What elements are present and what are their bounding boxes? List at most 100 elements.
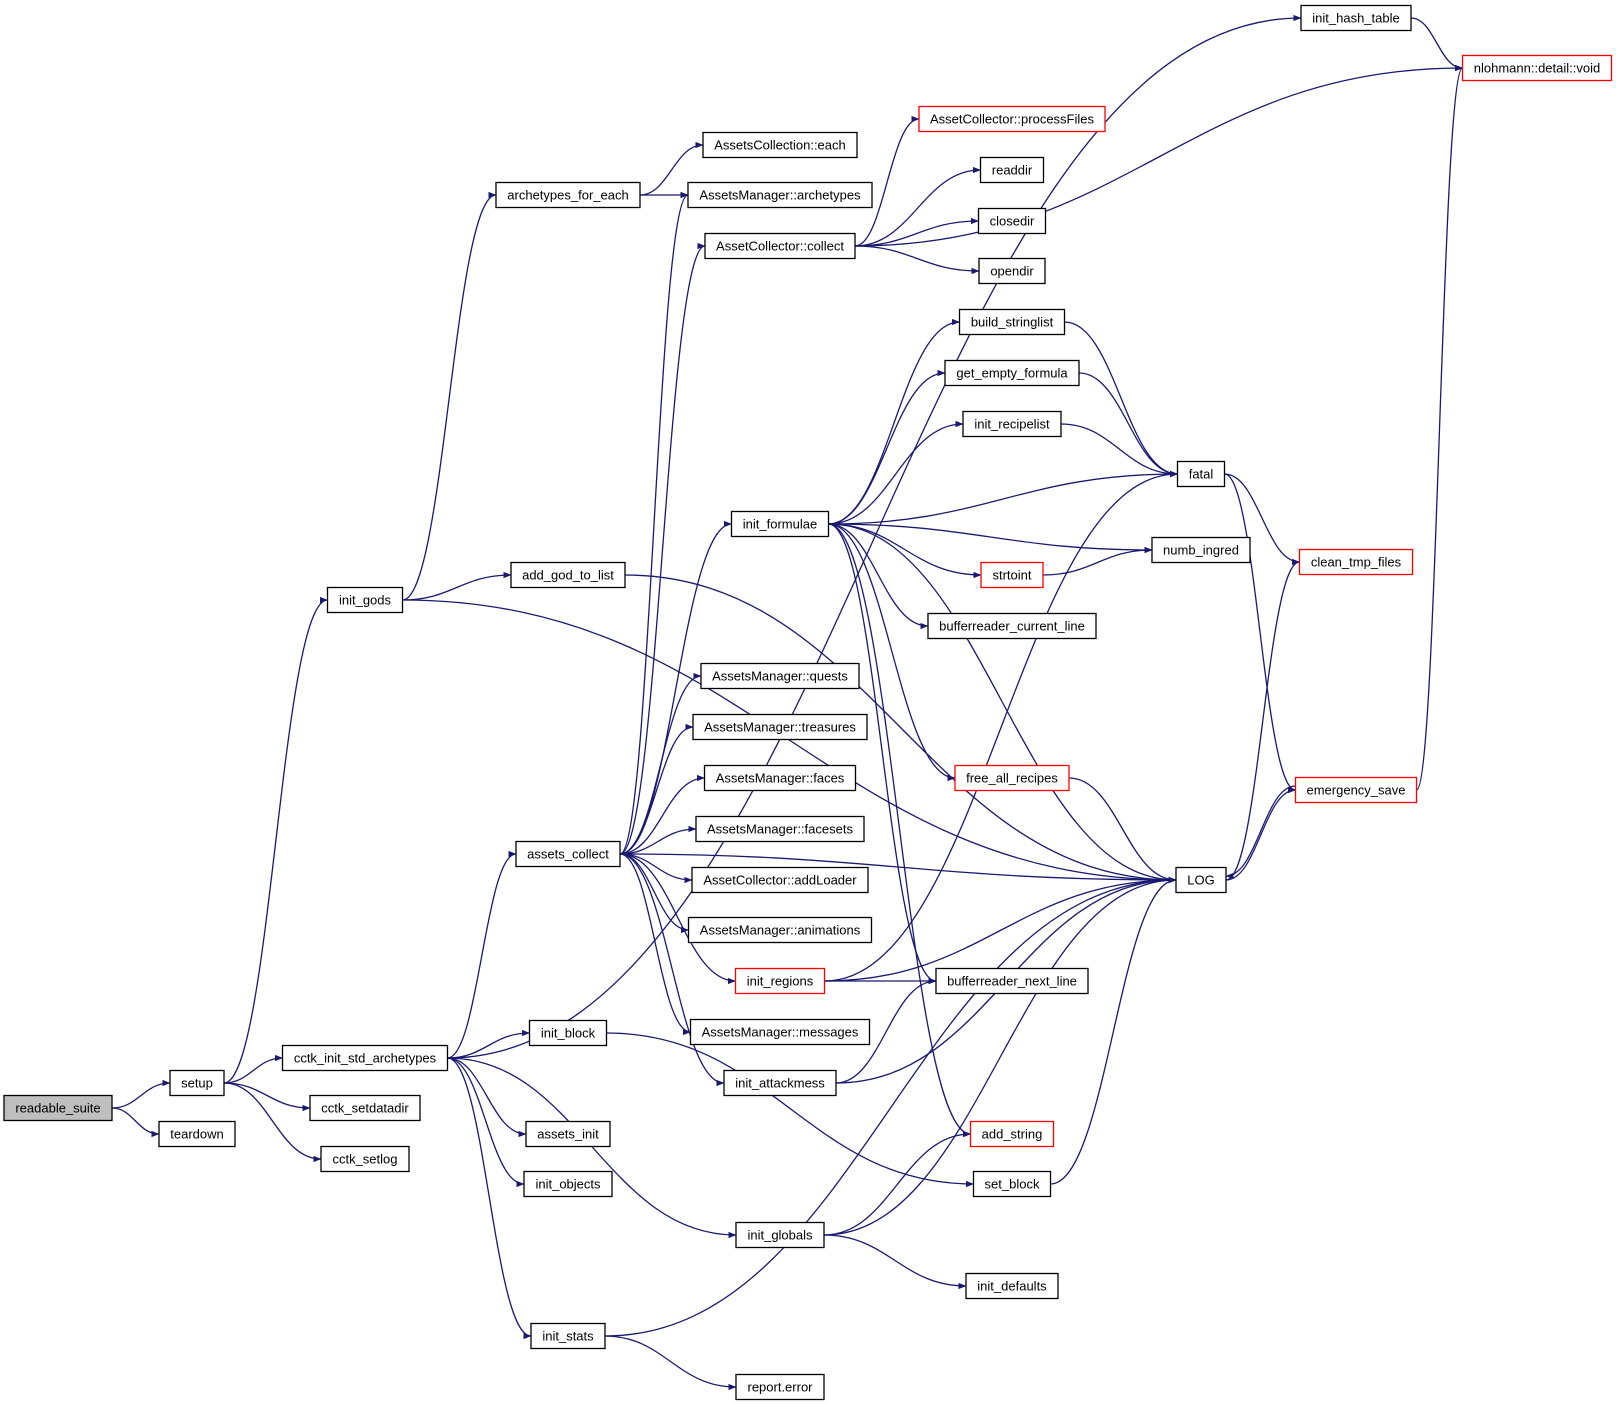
edge-free_all_recipes-to-LOG — [1068, 777, 1177, 884]
node-label: bufferreader_current_line — [939, 619, 1085, 634]
node-label: assets_init — [537, 1127, 599, 1142]
edge-init_globals-to-add_string — [823, 1130, 971, 1236]
node-LOG[interactable]: LOG — [1175, 866, 1227, 894]
edge-AssetCollector_collect-to-AssetCollector_processFiles — [854, 115, 920, 247]
node-box — [1298, 548, 1414, 576]
node-init_gods[interactable]: init_gods — [326, 586, 404, 614]
edge-init_regions-to-fatal — [824, 470, 1178, 982]
node-label: init_defaults — [977, 1279, 1047, 1294]
node-cctk_init_std_archetypes[interactable]: cctk_init_std_archetypes — [281, 1044, 449, 1072]
node-box — [525, 1120, 611, 1148]
node-AssetCollector_processFiles[interactable]: AssetCollector::processFiles — [918, 105, 1106, 133]
node-readable_suite[interactable]: readable_suite — [3, 1094, 113, 1122]
node-label: AssetsManager::treasures — [704, 720, 856, 735]
edge-AssetCollector_collect-to-readdir — [854, 166, 981, 247]
node-AssetsManager_faces[interactable]: AssetsManager::faces — [703, 764, 857, 792]
node-box — [1300, 4, 1412, 32]
node-assets_init[interactable]: assets_init — [525, 1120, 611, 1148]
node-box — [734, 967, 826, 995]
edge-assets_collect-to-AssetsManager_treasures — [619, 723, 694, 855]
node-AssetsManager_messages[interactable]: AssetsManager::messages — [689, 1018, 871, 1046]
node-AssetsManager_animations[interactable]: AssetsManager::animations — [687, 916, 873, 944]
node-emergency_save[interactable]: emergency_save — [1294, 776, 1418, 804]
node-AssetCollector_collect[interactable]: AssetCollector::collect — [704, 232, 856, 260]
node-numb_ingred[interactable]: numb_ingred — [1151, 536, 1251, 564]
node-init_objects[interactable]: init_objects — [523, 1170, 613, 1198]
node-box — [326, 586, 404, 614]
node-bufferreader_current_line[interactable]: bufferreader_current_line — [927, 612, 1097, 640]
edge-init_formulae-to-LOG — [828, 523, 1177, 884]
node-label: init_stats — [542, 1329, 594, 1344]
edge-setup-to-init_gods — [223, 596, 328, 1084]
node-assets_collect[interactable]: assets_collect — [515, 840, 621, 868]
node-report_error[interactable]: report.error — [735, 1373, 825, 1401]
node-opendir[interactable]: opendir — [978, 257, 1046, 285]
edge-init_stats-to-report_error — [604, 1335, 737, 1391]
node-init_regions[interactable]: init_regions — [734, 967, 826, 995]
node-box — [730, 510, 830, 538]
node-init_hash_table[interactable]: init_hash_table — [1300, 4, 1412, 32]
node-label: readable_suite — [15, 1101, 100, 1116]
edge-setup-to-cctk_setdatadir — [223, 1082, 311, 1112]
node-init_defaults[interactable]: init_defaults — [965, 1272, 1059, 1300]
node-label: setup — [181, 1076, 213, 1091]
node-AssetsCollection_each[interactable]: AssetsCollection::each — [702, 131, 858, 159]
edge-init_formulae-to-add_string — [828, 523, 971, 1138]
node-box — [980, 561, 1044, 589]
node-nlohmann_detail_void[interactable]: nlohmann::detail::void — [1461, 54, 1613, 82]
node-init_block[interactable]: init_block — [528, 1019, 608, 1047]
node-get_empty_formula[interactable]: get_empty_formula — [944, 359, 1080, 387]
node-label: strtoint — [992, 568, 1031, 583]
edge-assets_collect-to-AssetsManager_archetypes — [619, 191, 689, 855]
node-build_stringlist[interactable]: build_stringlist — [958, 308, 1066, 336]
edge-AssetCollector_collect-to-opendir — [854, 245, 980, 275]
node-label: emergency_save — [1307, 783, 1406, 798]
node-archetypes_for_each[interactable]: archetypes_for_each — [495, 181, 641, 209]
node-box — [530, 1322, 606, 1350]
node-strtoint[interactable]: strtoint — [980, 561, 1044, 589]
node-clean_tmp_files[interactable]: clean_tmp_files — [1298, 548, 1414, 576]
node-setup[interactable]: setup — [169, 1069, 225, 1097]
node-label: closedir — [990, 214, 1035, 229]
node-set_block[interactable]: set_block — [972, 1170, 1052, 1198]
node-label: init_recipelist — [974, 417, 1050, 432]
node-AssetsManager_archetypes[interactable]: AssetsManager::archetypes — [687, 181, 873, 209]
node-fatal[interactable]: fatal — [1176, 460, 1226, 488]
node-box — [523, 1170, 613, 1198]
node-bufferreader_next_line[interactable]: bufferreader_next_line — [935, 967, 1089, 995]
node-AssetCollector_addLoader[interactable]: AssetCollector::addLoader — [691, 866, 869, 894]
node-closedir[interactable]: closedir — [977, 207, 1047, 235]
edge-init_recipelist-to-fatal — [1060, 423, 1178, 478]
node-readdir[interactable]: readdir — [979, 156, 1045, 184]
edge-LOG-to-emergency_save — [1225, 786, 1296, 881]
node-cctk_setlog[interactable]: cctk_setlog — [320, 1145, 410, 1173]
edge-init_attackmess-to-bufferreader_next_line — [835, 977, 937, 1084]
node-add_god_to_list[interactable]: add_god_to_list — [510, 561, 626, 589]
node-label: archetypes_for_each — [507, 188, 628, 203]
node-init_recipelist[interactable]: init_recipelist — [962, 410, 1062, 438]
node-init_formulae[interactable]: init_formulae — [730, 510, 830, 538]
node-box — [935, 967, 1089, 995]
node-label: report.error — [747, 1380, 813, 1395]
node-init_attackmess[interactable]: init_attackmess — [723, 1069, 837, 1097]
node-label: add_god_to_list — [522, 568, 614, 583]
node-label: init_gods — [339, 593, 392, 608]
edge-assets_collect-to-AssetCollector_collect — [619, 242, 706, 855]
node-AssetsManager_facesets[interactable]: AssetsManager::facesets — [695, 815, 865, 843]
node-label: build_stringlist — [971, 315, 1054, 330]
edge-init_formulae-to-bufferreader_current_line — [828, 523, 929, 630]
node-label: assets_collect — [527, 847, 609, 862]
node-cctk_setdatadir[interactable]: cctk_setdatadir — [309, 1094, 421, 1122]
node-AssetsManager_treasures[interactable]: AssetsManager::treasures — [692, 713, 868, 741]
node-free_all_recipes[interactable]: free_all_recipes — [954, 764, 1070, 792]
edge-emergency_save-to-nlohmann_detail_void — [1415, 65, 1464, 791]
node-teardown[interactable]: teardown — [158, 1120, 236, 1148]
node-init_globals[interactable]: init_globals — [735, 1221, 825, 1249]
node-add_string[interactable]: add_string — [969, 1120, 1055, 1148]
edge-init_hash_table-to-nlohmann_detail_void — [1410, 17, 1463, 72]
node-init_stats[interactable]: init_stats — [530, 1322, 606, 1350]
node-AssetsManager_quests[interactable]: AssetsManager::quests — [700, 662, 860, 690]
node-box — [703, 764, 857, 792]
node-box — [972, 1170, 1052, 1198]
